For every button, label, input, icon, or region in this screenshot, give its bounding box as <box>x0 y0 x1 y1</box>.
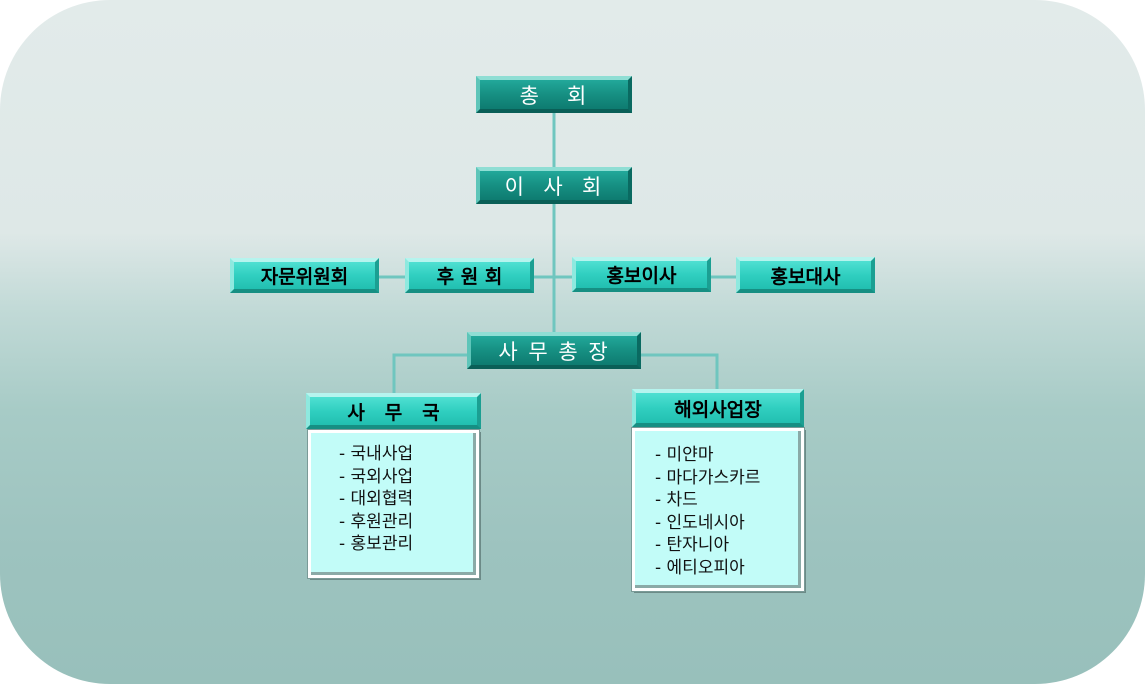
ambassador-label: 홍보대사 <box>770 265 841 288</box>
pr-director-box: 홍보이사 <box>572 257 711 292</box>
secretariat-list-box: - 국내사업 - 국외사업 - 대외협력 - 후원관리 - 홍보관리 <box>307 429 480 579</box>
advisory-committee-label: 자문위원회 <box>260 266 349 288</box>
list-item: - 홍보관리 <box>339 534 414 554</box>
list-item: - 탄자니아 <box>655 535 730 555</box>
secretary-general-label: 사 무 총 장 <box>498 339 610 364</box>
general-assembly-label: 총 회 <box>519 83 589 108</box>
list-item: - 에티오피아 <box>655 557 745 578</box>
secretary-general-box: 사 무 총 장 <box>467 332 641 369</box>
ambassador-box: 홍보대사 <box>736 257 875 293</box>
overseas-header-box: 해외사업장 <box>632 389 804 427</box>
connector-secretary-secretariat <box>392 353 469 394</box>
advisory-committee-box: 자문위원회 <box>230 258 379 293</box>
secretariat-header-label: 사 무 국 <box>347 401 440 424</box>
overseas-list-box: - 미얀마 - 마다가스카르 - 차드 - 인도네시아 - 탄자니아 - 에티오… <box>631 427 805 592</box>
list-item: - 미얀마 <box>655 445 714 465</box>
overseas-header-label: 해외사업장 <box>674 398 762 421</box>
list-item: - 국외사업 <box>339 466 414 487</box>
secretariat-header-box: 사 무 국 <box>306 393 481 429</box>
connector-secretary-overseas <box>639 353 719 390</box>
supporters-label: 후 원 회 <box>436 266 503 288</box>
list-item: - 후원관리 <box>339 511 414 532</box>
list-item: - 마다가스카르 <box>655 467 761 488</box>
general-assembly-box: 총 회 <box>476 76 632 113</box>
board-box: 이 사 회 <box>476 167 632 204</box>
list-item: - 국내사업 <box>339 444 414 464</box>
supporters-box: 후 원 회 <box>405 258 534 293</box>
list-item: - 대외협력 <box>339 489 414 509</box>
pr-director-label: 홍보이사 <box>606 265 677 287</box>
board-label: 이 사 회 <box>504 174 604 199</box>
list-item: - 인도네시아 <box>655 512 745 533</box>
list-item: - 차드 <box>655 490 698 510</box>
